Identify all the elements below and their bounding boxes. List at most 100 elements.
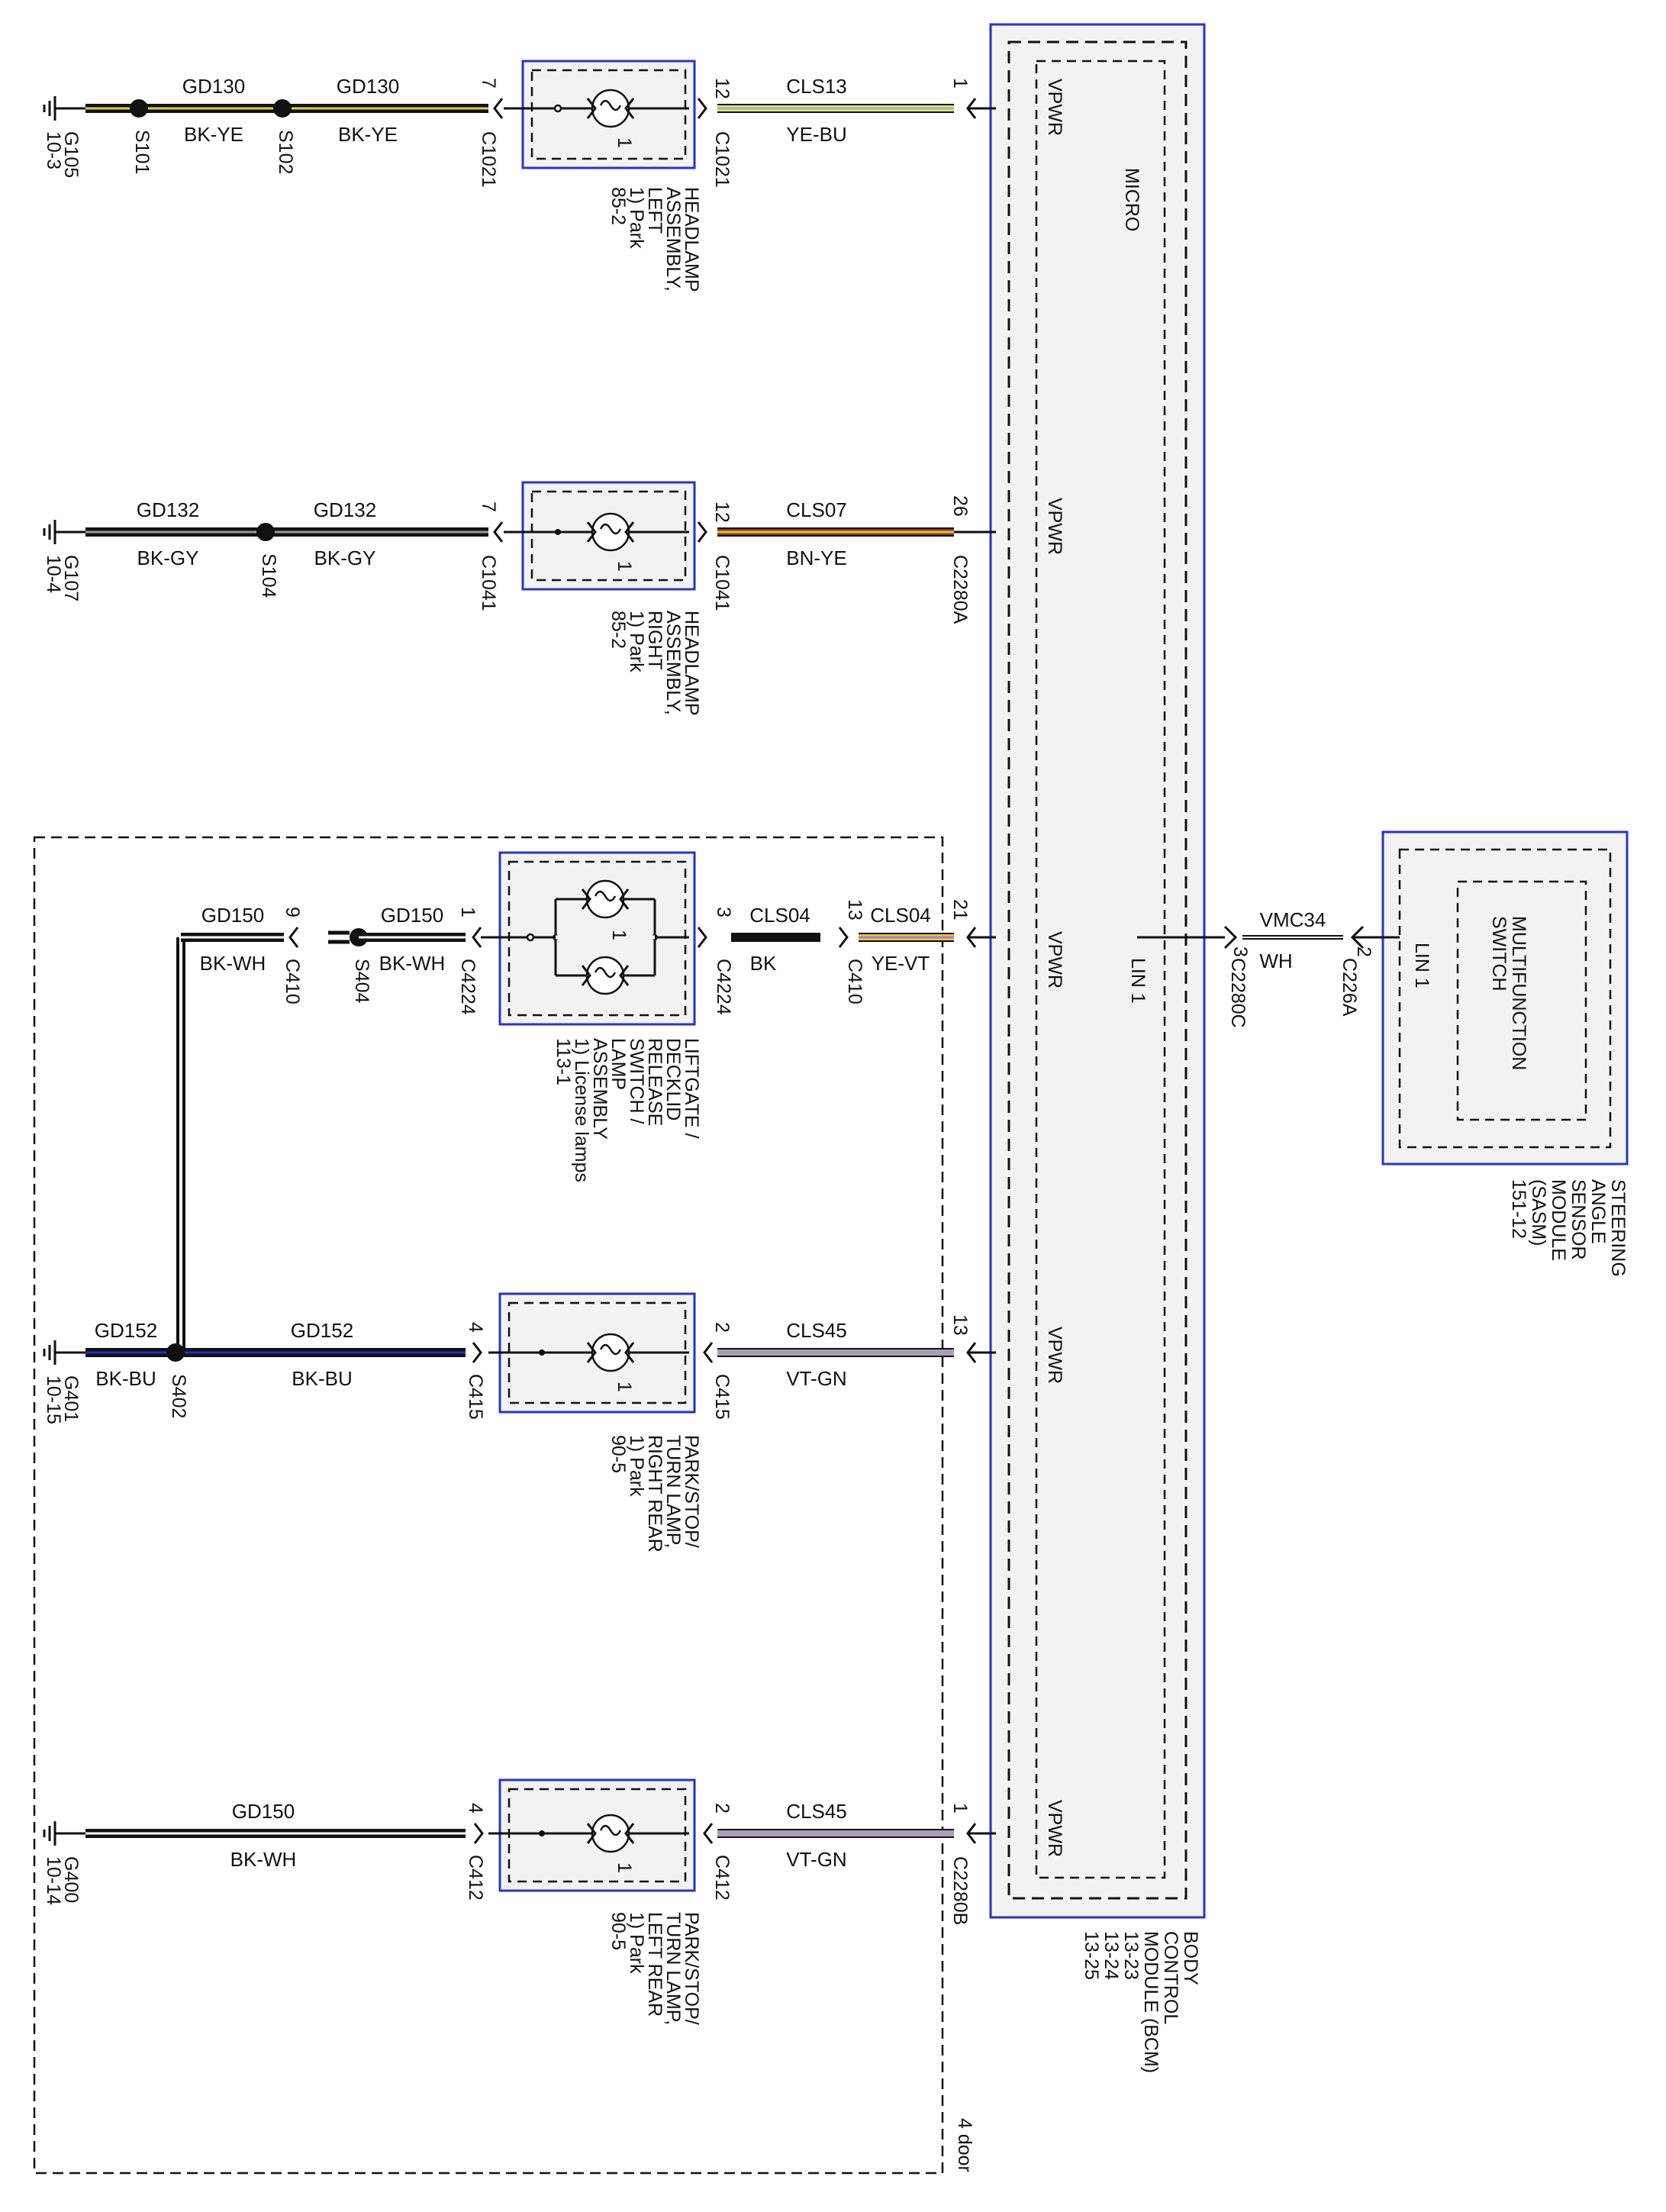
bcm-pin-label: VPWR [1044, 79, 1065, 136]
wire-color: BN-YE [786, 547, 846, 569]
component-node [526, 933, 535, 942]
bcm-pin-label: VPWR [1044, 498, 1065, 555]
svg-text:13-24: 13-24 [1100, 1931, 1122, 1980]
wire-id: GD150 [381, 904, 443, 927]
four-door-region [33, 836, 944, 2175]
connector-id: C1041 [478, 555, 499, 611]
lin-wire-color: WH [1259, 950, 1292, 972]
connector-chevron [624, 1342, 635, 1363]
wire-id: GD150 [232, 1800, 295, 1823]
component-label-line: TURN LAMP, [662, 1912, 684, 2025]
wire-color: BK-BU [292, 1367, 352, 1390]
wire-color: BK-WH [379, 952, 446, 975]
connector-id: C1041 [711, 555, 733, 611]
connector-pin: 2 [711, 1803, 733, 1814]
connector-pin: 7 [478, 501, 499, 512]
component-label-line: PARK/STOP/ [681, 1435, 702, 1548]
four-door-label: 4 door [954, 2118, 975, 2172]
wire-color: YE-BU [786, 123, 846, 146]
sasm-name-block: STEERING ANGLE SENSOR MODULE (SASM) 151-… [1508, 1179, 1629, 1277]
connector-chevron [493, 98, 504, 119]
connector-id: C1021 [711, 131, 733, 188]
connector-id: C412 [711, 1855, 733, 1901]
lamp-pin: 1 [614, 1382, 635, 1392]
wire-color: VT-GN [786, 1848, 846, 1871]
component-label-line: 1) Park [626, 1435, 647, 1497]
wire-color: BK-GY [137, 547, 199, 569]
connector-pin: 9 [282, 907, 303, 917]
component-node [539, 1349, 545, 1356]
lamp-bulb-icon [585, 956, 625, 995]
wire-id: CLS45 [786, 1319, 847, 1342]
component-label-line: LEFT REAR [644, 1912, 665, 2017]
component-label-line: 85-2 [607, 611, 629, 649]
connector-pin: 4 [465, 1803, 486, 1814]
bcm-pin: 1 [949, 78, 971, 89]
connector-id: C4224 [457, 959, 479, 1015]
connector-chevron [581, 888, 591, 910]
connector-pin: 12 [711, 501, 733, 523]
bcm-pin: 21 [949, 899, 971, 921]
splice-id: S102 [275, 130, 296, 174]
bcm-pin-label: VPWR [1044, 931, 1065, 988]
svg-text:MODULE (BCM): MODULE (BCM) [1140, 1931, 1162, 2073]
wire-id: GD152 [291, 1319, 353, 1342]
lamp-bulb-icon [591, 89, 630, 128]
connector-chevron [586, 98, 597, 119]
component-label-line: HEADLAMP [681, 187, 702, 292]
svg-text:STEERING: STEERING [1607, 1179, 1629, 1277]
component-label-line: LAMP [607, 1038, 629, 1090]
connector-id: C4224 [713, 959, 734, 1015]
connector-chevron [703, 1823, 714, 1844]
component-label-line: LEFT [644, 187, 665, 234]
ground-ref: 10-4 [43, 555, 64, 593]
connector-chevron [586, 1342, 597, 1363]
wire-id: CLS13 [786, 75, 847, 98]
bcm-pin-label: VPWR [1044, 1800, 1065, 1857]
connector-chevron [472, 927, 482, 948]
splice-dot [273, 99, 292, 118]
component-label-line: 1) Park [626, 611, 647, 672]
lin-sasm-connector: C226A [1339, 958, 1360, 1017]
component-label-line: 90-5 [607, 1912, 629, 1950]
ground-ref: 10-3 [43, 131, 64, 169]
svg-text:ANGLE: ANGLE [1587, 1179, 1609, 1244]
wire-id: GD130 [337, 75, 399, 98]
component-label-line: SWITCH / [626, 1038, 647, 1124]
lamp-bulb-icon [591, 512, 630, 552]
bcm-pin-label: VPWR [1044, 1327, 1065, 1384]
component-inner-box [530, 69, 687, 160]
component-label-line: RIGHT REAR [644, 1435, 665, 1553]
splice-id: S104 [258, 553, 279, 598]
component-label-line: 113-1 [553, 1038, 574, 1085]
connector-chevron [624, 98, 635, 119]
bcm-connector: C2280A [949, 555, 971, 624]
component-label-line: 85-2 [607, 187, 629, 225]
component-node [553, 104, 562, 113]
wire-id: GD150 [201, 904, 264, 927]
splice-dot [130, 99, 148, 118]
connector-pin: 12 [711, 78, 733, 99]
bcm-lin-pin-label: LIN 1 [1127, 958, 1149, 1004]
connector-chevron [624, 1823, 635, 1844]
connector-chevron [586, 521, 597, 543]
bcm-name-block: BODY CONTROL MODULE (BCM) 13-23 13-24 13… [1081, 1931, 1201, 2073]
wire-color: BK-WH [230, 1848, 297, 1871]
lamp-pin: 1 [608, 930, 630, 940]
lin-sasm-pin: 2 [1353, 946, 1374, 957]
component-label-line: 1) Park [626, 1912, 647, 1974]
wire-id: CLS04 [870, 904, 931, 927]
connector-id: C415 [711, 1374, 733, 1420]
splice-id: S404 [351, 959, 372, 1003]
connector-pin: 1 [457, 907, 479, 917]
component-label-line: 1) Park [626, 187, 647, 249]
sasm-pin-label: LIN 1 [1411, 943, 1432, 988]
bcm-pin: 1 [949, 1803, 971, 1814]
ground-ref: 10-15 [43, 1375, 64, 1424]
connector-chevron [586, 1823, 597, 1844]
splice-id: S101 [131, 130, 153, 174]
connector-pin: 2 [711, 1322, 733, 1333]
component-label-line: ASSEMBLY, [662, 611, 684, 715]
connector-id: C415 [465, 1374, 486, 1420]
